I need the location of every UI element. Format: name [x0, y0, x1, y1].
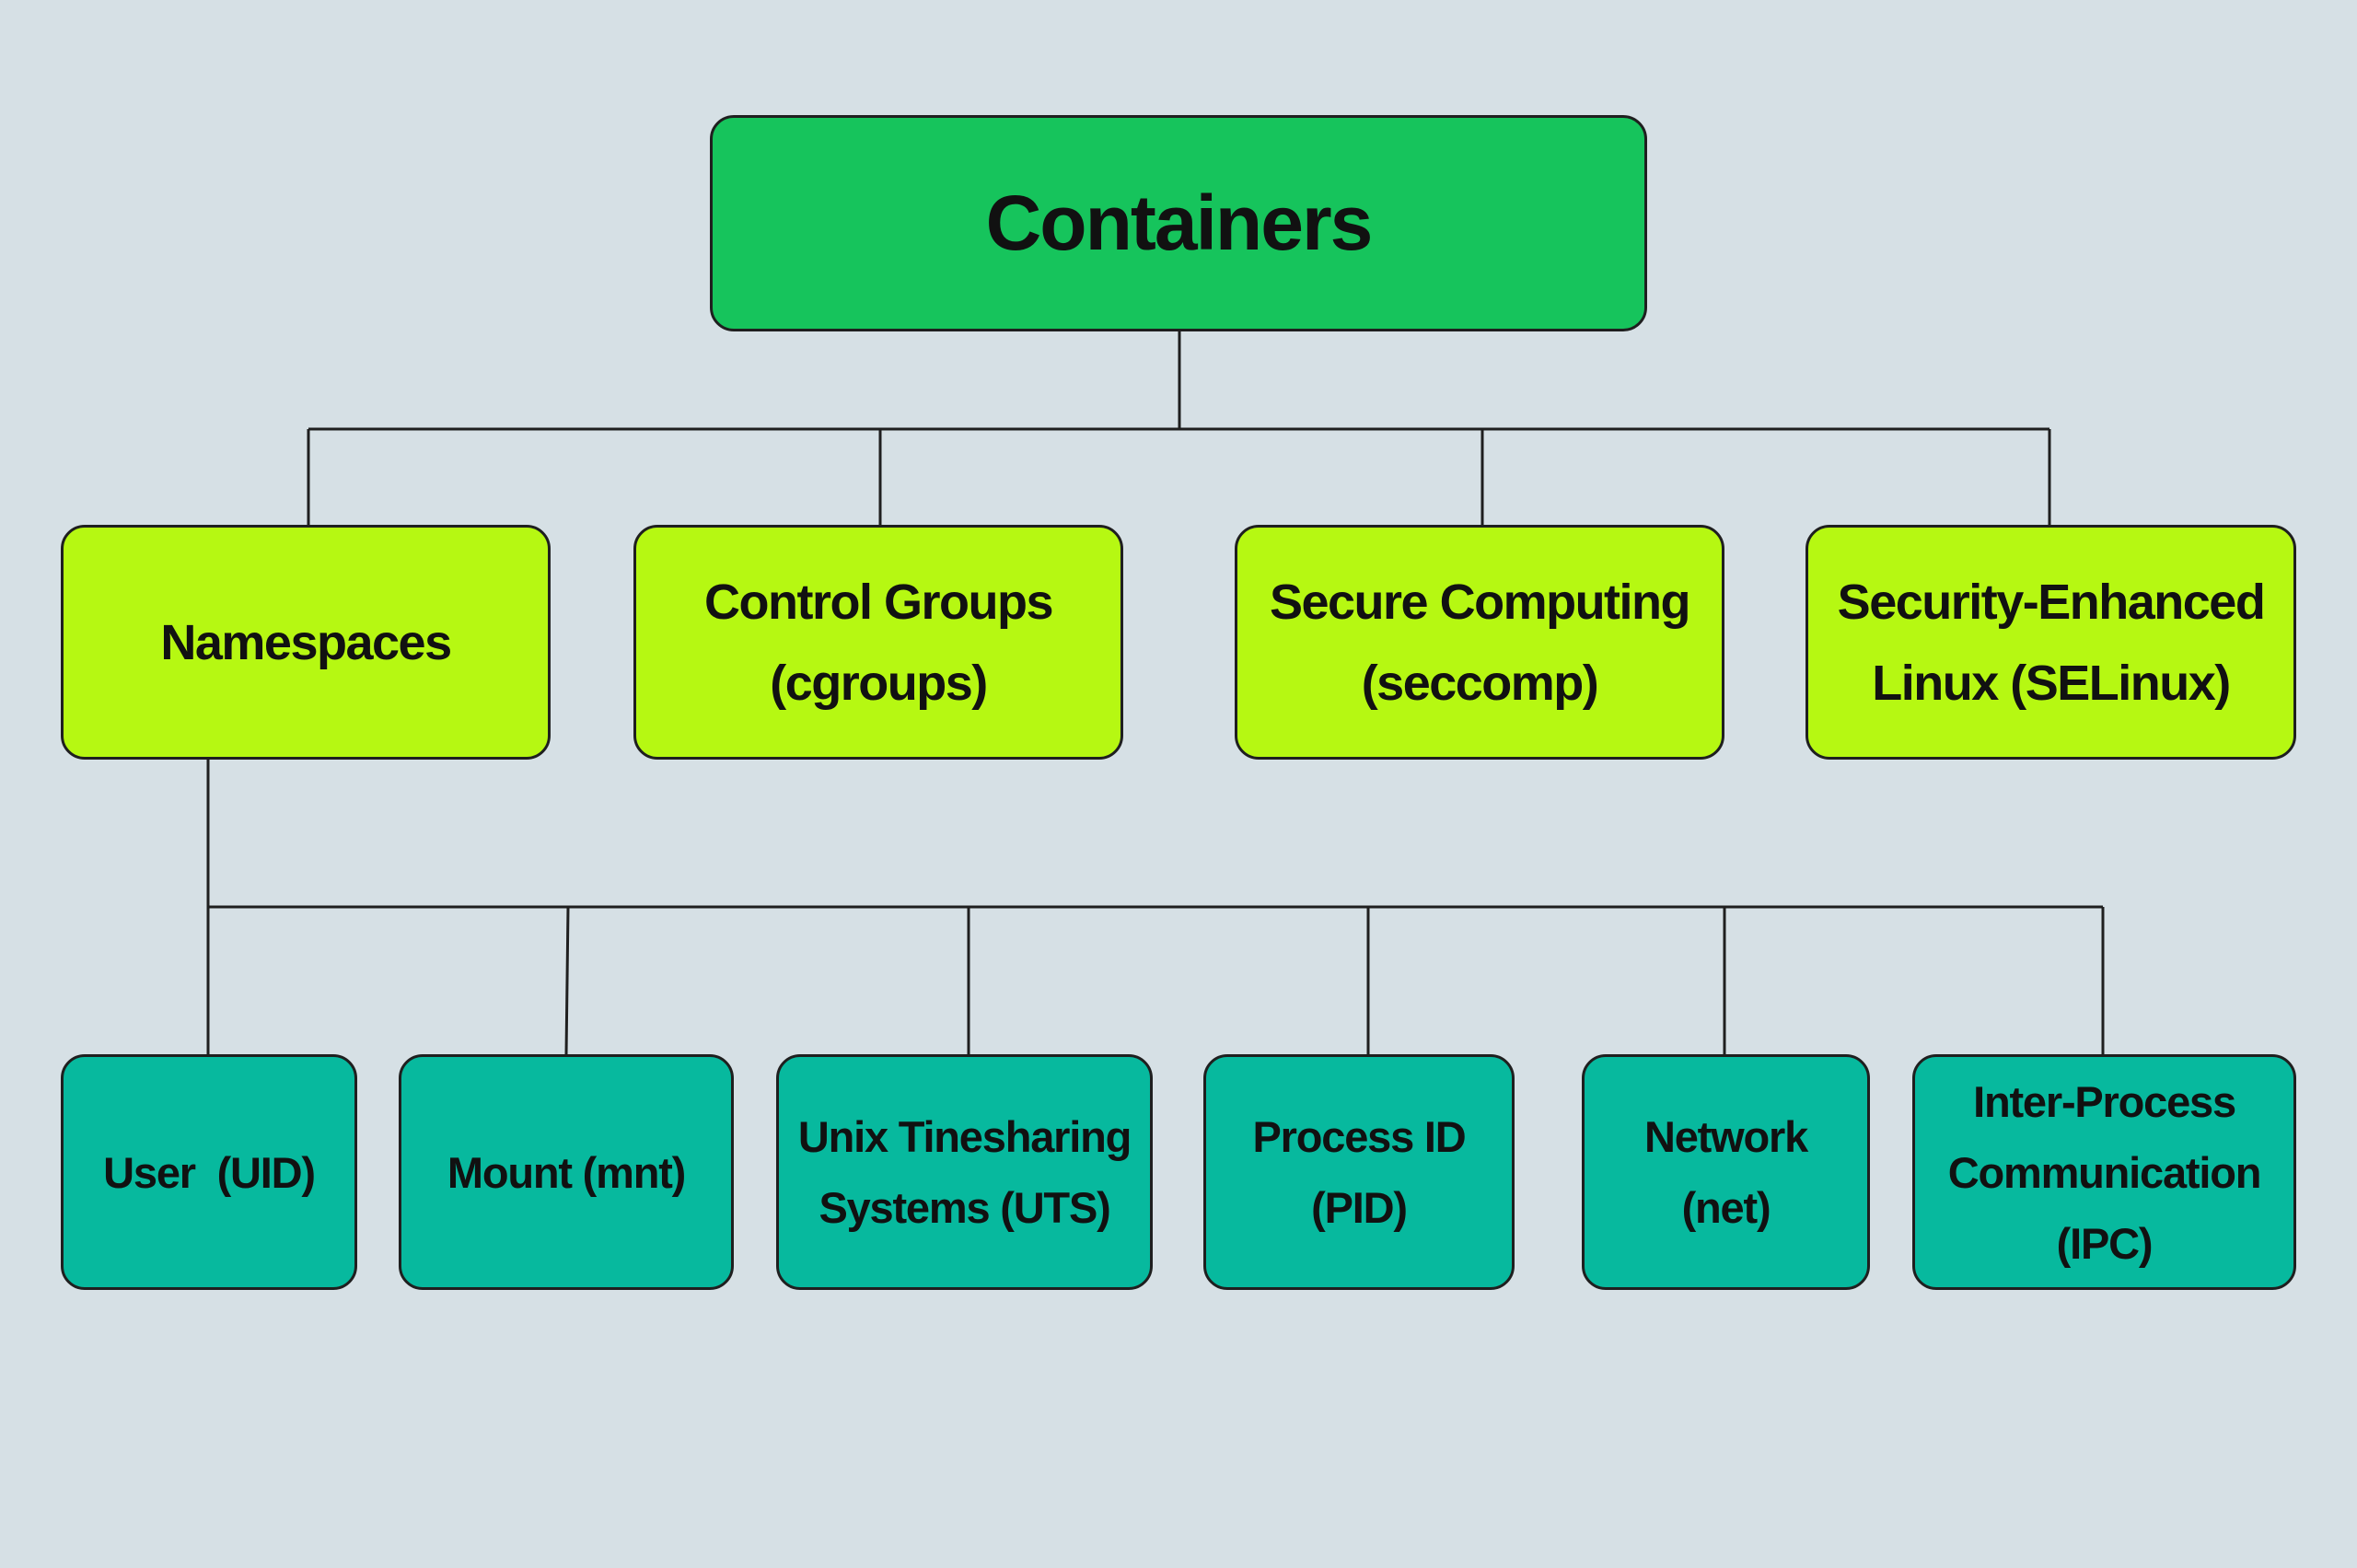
node-control-groups: Control Groups (cgroups)	[633, 525, 1123, 760]
node-user-uid-label: User (UID)	[103, 1147, 316, 1197]
node-control-groups-label-line1: Control Groups	[704, 574, 1053, 630]
node-network-label-line1: Network	[1643, 1112, 1808, 1161]
node-user-uid: User (UID)	[61, 1054, 357, 1290]
node-mount-label: Mount (mnt)	[447, 1147, 686, 1197]
node-selinux-label-line1: Security-Enhanced	[1837, 574, 2266, 630]
node-namespaces-label: Namespaces	[160, 614, 452, 670]
node-process-id: Process ID (PID)	[1203, 1054, 1515, 1290]
node-ipc-label-line2: Communication	[1947, 1147, 2262, 1197]
node-namespaces: Namespaces	[61, 525, 551, 760]
node-containers-label: Containers	[985, 180, 1374, 266]
node-uts-label-line2: Systems (UTS)	[819, 1183, 1110, 1232]
node-control-groups-label-line2: (cgroups)	[770, 655, 988, 711]
node-secure-computing-label-line2: (seccomp)	[1361, 655, 1599, 711]
node-process-id-label-line2: (PID)	[1311, 1183, 1408, 1232]
node-selinux: Security-Enhanced Linux (SELinux)	[1805, 525, 2296, 760]
node-uts: Unix Tinesharing Systems (UTS)	[776, 1054, 1153, 1290]
node-selinux-label-line2: Linux (SELinux)	[1872, 655, 2231, 711]
node-uts-label-line1: Unix Tinesharing	[797, 1112, 1132, 1161]
node-secure-computing: Secure Computing (seccomp)	[1235, 525, 1724, 760]
node-ipc-label-line1: Inter-Process	[1973, 1076, 2236, 1126]
node-network-label-line2: (net)	[1681, 1183, 1771, 1232]
node-ipc: Inter-Process Communication (IPC)	[1912, 1054, 2296, 1290]
node-network: Network (net)	[1582, 1054, 1870, 1290]
node-secure-computing-label-line1: Secure Computing	[1269, 574, 1691, 630]
connector-to-mnt	[564, 906, 570, 1055]
node-ipc-label-line3: (IPC)	[2056, 1218, 2154, 1268]
node-mount: Mount (mnt)	[399, 1054, 734, 1290]
node-process-id-label-line1: Process ID	[1252, 1112, 1467, 1161]
node-containers: Containers	[710, 115, 1647, 331]
